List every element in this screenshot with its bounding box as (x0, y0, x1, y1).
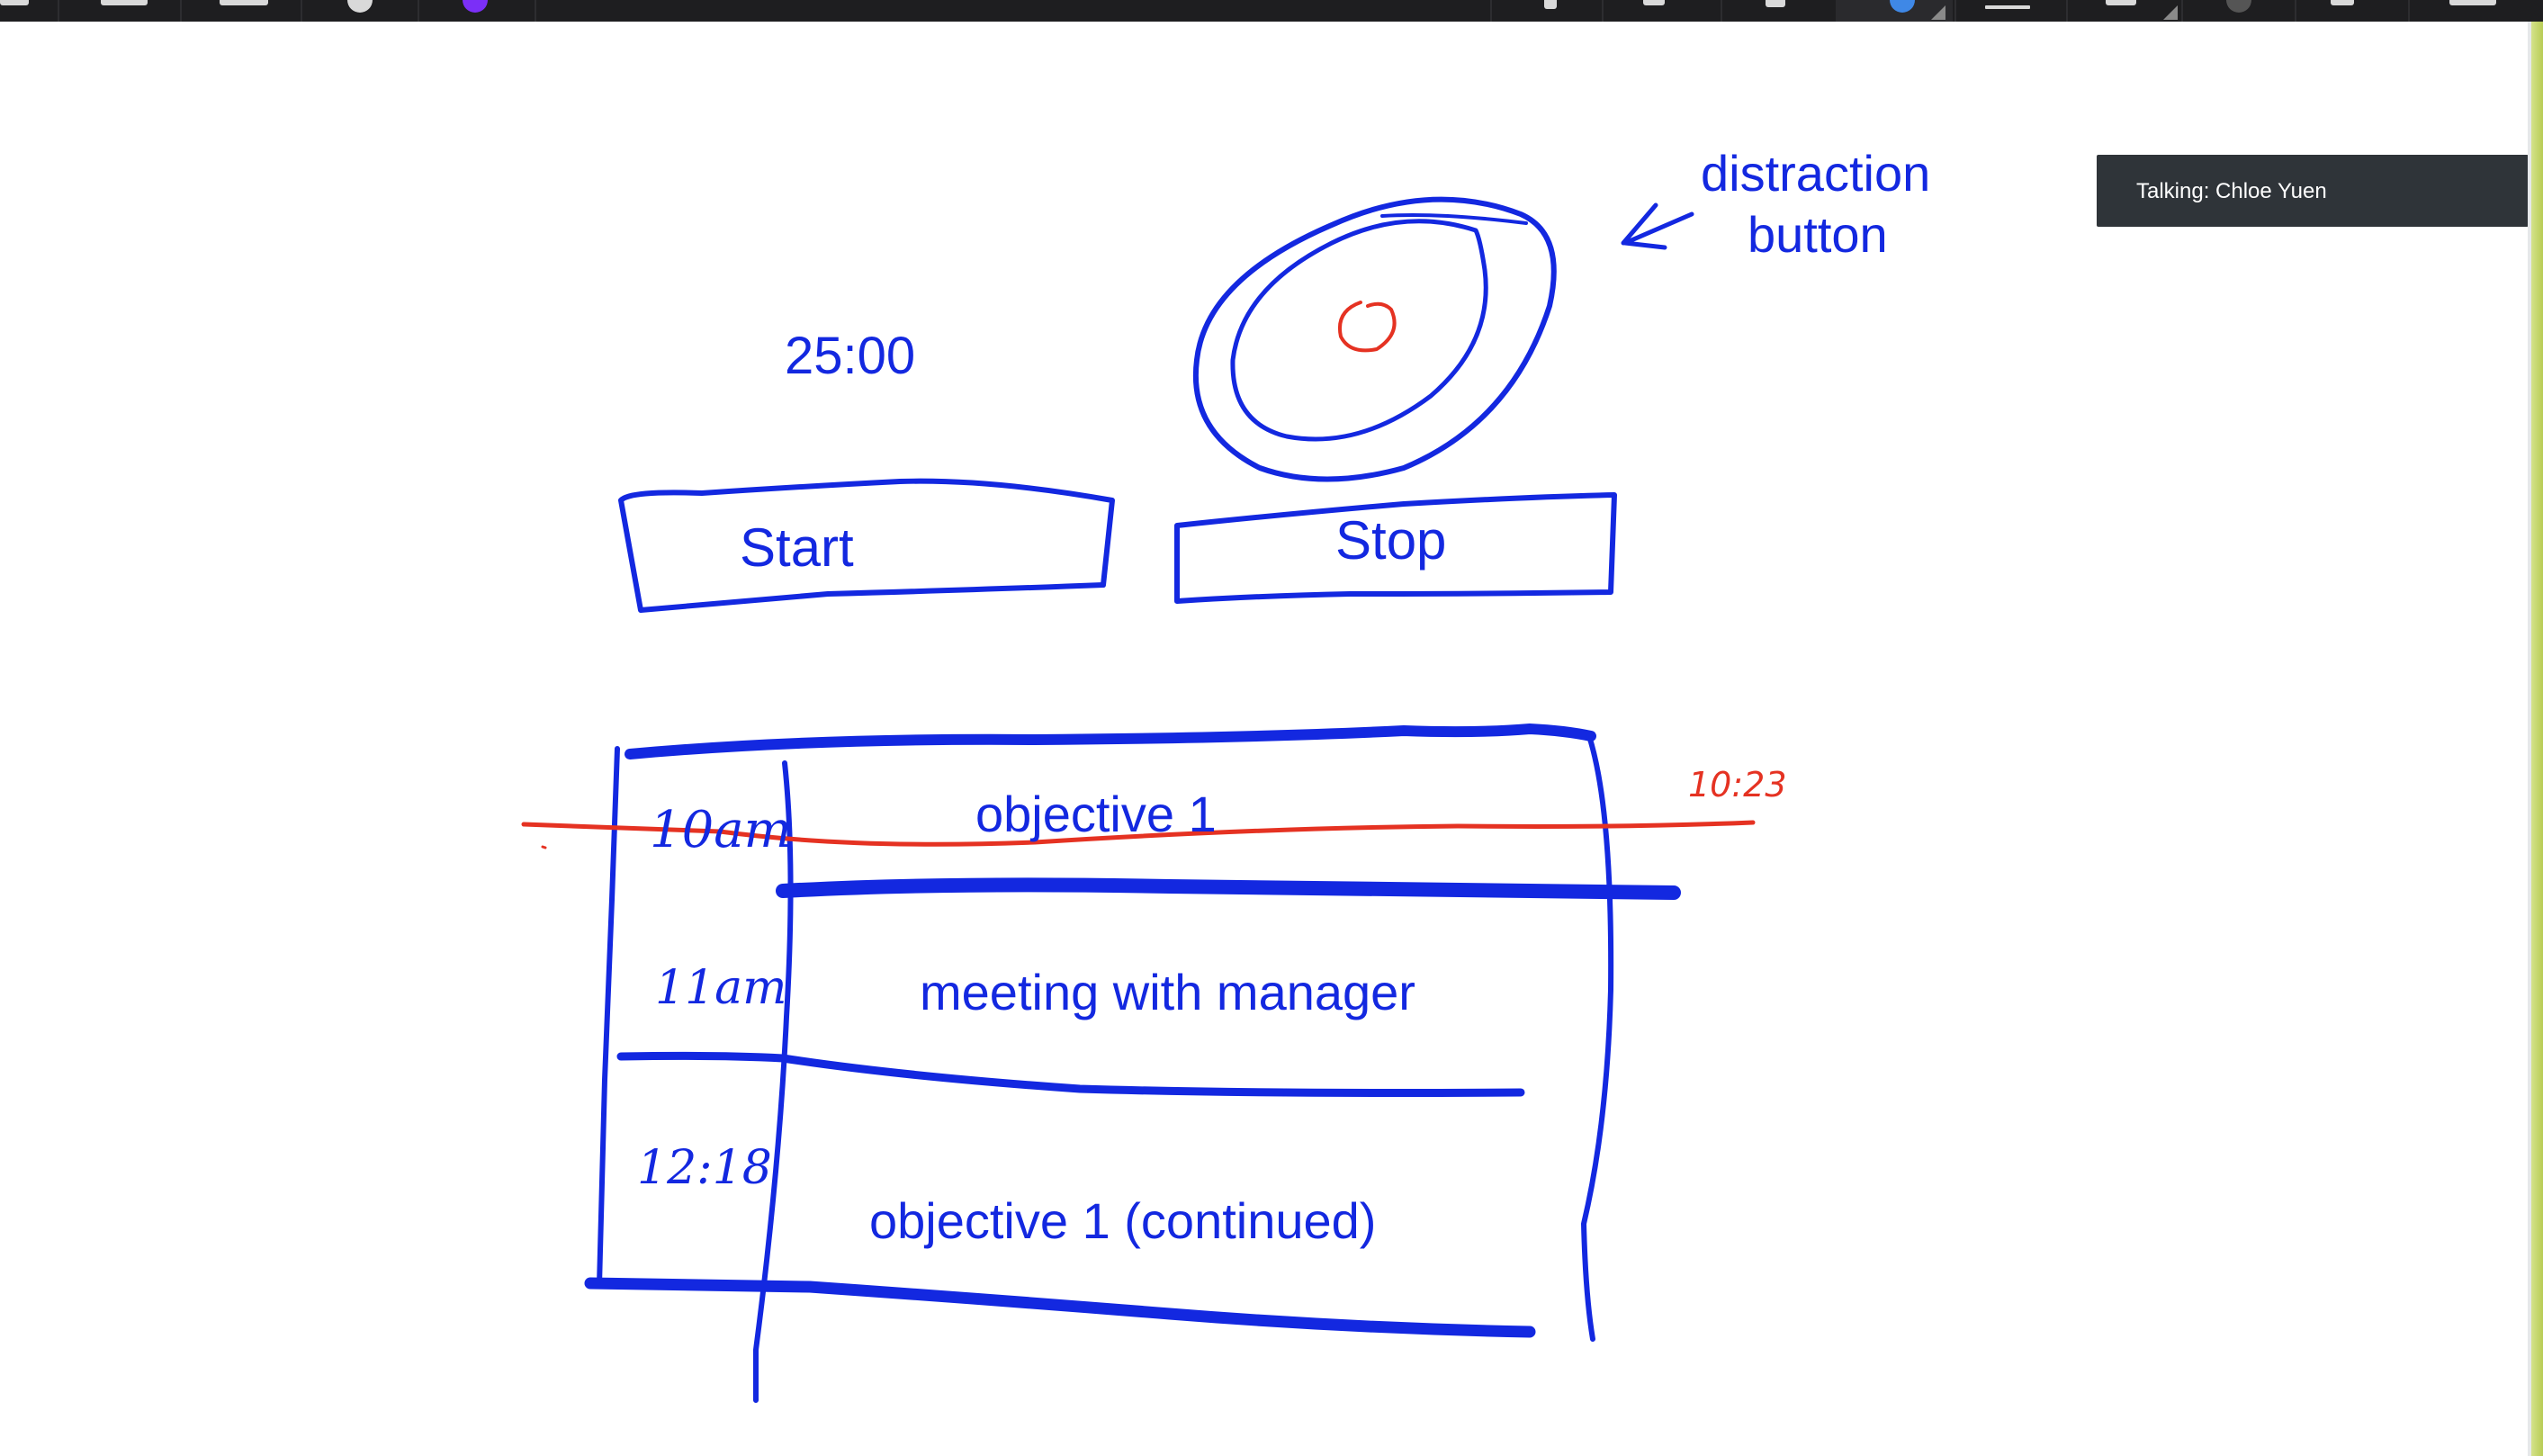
toolbar-divider (2295, 0, 2296, 22)
row-time-2: 11am (655, 961, 787, 1015)
toolbar-divider (1721, 0, 1722, 22)
toolbar-divider (2408, 0, 2410, 22)
camera-icon[interactable] (2449, 0, 2496, 5)
color-picker-icon[interactable] (463, 0, 488, 13)
add-icon[interactable] (1544, 0, 1557, 9)
toolbar-divider (1602, 0, 1604, 22)
distraction-label-line1: distraction (1701, 145, 1931, 202)
toolbar-divider (180, 0, 182, 22)
distraction-label-line2: button (1748, 206, 1888, 263)
window-edge-accent (2531, 22, 2543, 1456)
toolbar-divider (1490, 0, 1492, 22)
row-task-3: objective 1 (continued) (869, 1192, 1377, 1249)
toolbar-divider (301, 0, 302, 22)
lines-icon[interactable] (1985, 5, 2030, 9)
start-button[interactable]: Start (740, 517, 854, 578)
stop-button[interactable]: Stop (1335, 510, 1447, 571)
record-icon[interactable] (2226, 0, 2251, 13)
timer-display: 25:00 (785, 327, 916, 385)
table-row-line-1 (776, 877, 1681, 900)
row-time-1: 10am (650, 801, 792, 859)
shape-icon[interactable] (220, 0, 268, 5)
strike-time-note: 10:23 (1688, 765, 1787, 804)
table-left-border (597, 746, 620, 1288)
row-task-2: meeting with manager (920, 964, 1415, 1020)
distraction-mark-icon (1338, 301, 1397, 353)
table-top-border (625, 724, 1596, 759)
file-icon[interactable] (2331, 0, 2354, 5)
moon-icon[interactable] (1890, 0, 1915, 13)
toolbar-divider (2066, 0, 2068, 22)
stop-button-outline (1174, 492, 1617, 604)
pointer-icon[interactable] (1643, 0, 1665, 5)
red-dot (541, 845, 547, 849)
toolbar-divider (2181, 0, 2183, 22)
submenu-indicator (2163, 5, 2178, 20)
text-icon[interactable] (1766, 0, 1785, 7)
distraction-button-outer (1192, 196, 1557, 482)
arrow-icon (1621, 202, 1694, 250)
window-edge (2528, 22, 2531, 1456)
toolbar-divider (418, 0, 419, 22)
talking-indicator: Talking: Chloe Yuen (2097, 155, 2529, 227)
menu-icon[interactable] (0, 0, 29, 5)
table-row-line-2 (616, 1051, 1525, 1097)
folder-icon[interactable] (101, 0, 148, 5)
toolbar-divider (58, 0, 59, 22)
talking-label: Talking: Chloe Yuen (2136, 179, 2327, 203)
circle-icon[interactable] (347, 0, 373, 13)
row-task-1: objective 1 (975, 786, 1217, 842)
distraction-button-inner (1230, 219, 1488, 442)
submenu-indicator (1931, 5, 1945, 20)
toolbar-divider (535, 0, 536, 22)
star-icon[interactable] (2106, 0, 2136, 5)
row-time-3: 12:18 (637, 1141, 772, 1195)
start-button-outline (618, 478, 1115, 613)
table-row-line-3 (584, 1277, 1536, 1338)
top-toolbar (0, 0, 2543, 22)
strike-through-line (521, 820, 1756, 847)
distraction-button-rim (1380, 213, 1528, 225)
toolbar-divider (1954, 0, 1956, 22)
